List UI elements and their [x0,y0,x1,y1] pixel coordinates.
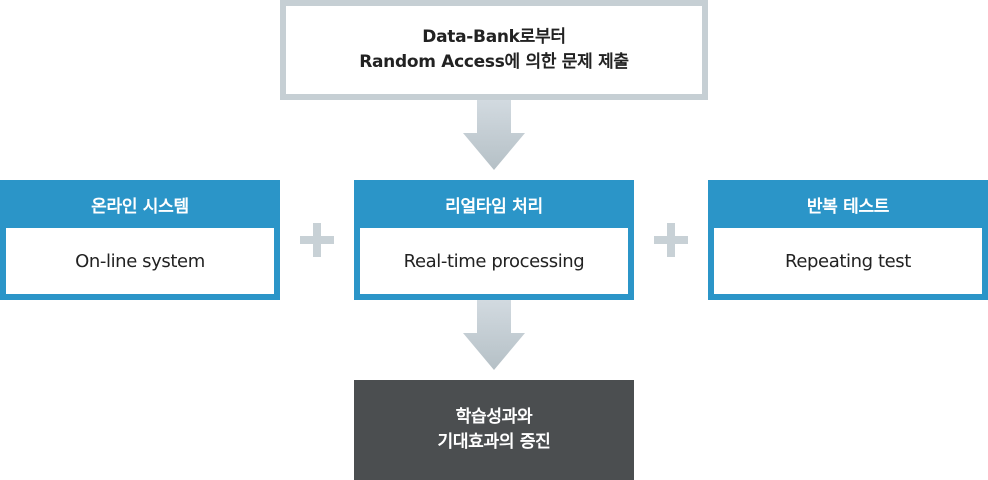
feature-title: 리얼타임 처리 [445,196,543,217]
feature-box-online-system: 온라인 시스템 On-line system [0,180,280,300]
source-box-line2: Random Access에 의한 문제 제출 [359,52,629,72]
feature-title: 반복 테스트 [806,196,890,217]
feature-box-repeating-test: 반복 테스트 Repeating test [708,180,988,300]
feature-title: 온라인 시스템 [91,196,189,217]
feature-box-real-time-processing: 리얼타임 처리 Real-time processing [354,180,634,300]
feature-subtitle: Real-time processing [360,228,628,294]
source-box: Data-Bank로부터 Random Access에 의한 문제 제출 [280,0,708,100]
plus-icon [300,223,334,257]
plus-icon [654,223,688,257]
source-box-line1: Data-Bank로부터 [422,27,566,47]
feature-subtitle: Repeating test [714,228,982,294]
result-box-line1: 학습성과와 [455,407,533,427]
result-box: 학습성과와 기대효과의 증진 [354,380,634,480]
feature-subtitle: On-line system [6,228,274,294]
arrow-down-icon [463,100,525,170]
arrow-down-icon [463,300,525,370]
result-box-line2: 기대효과의 증진 [437,432,551,452]
